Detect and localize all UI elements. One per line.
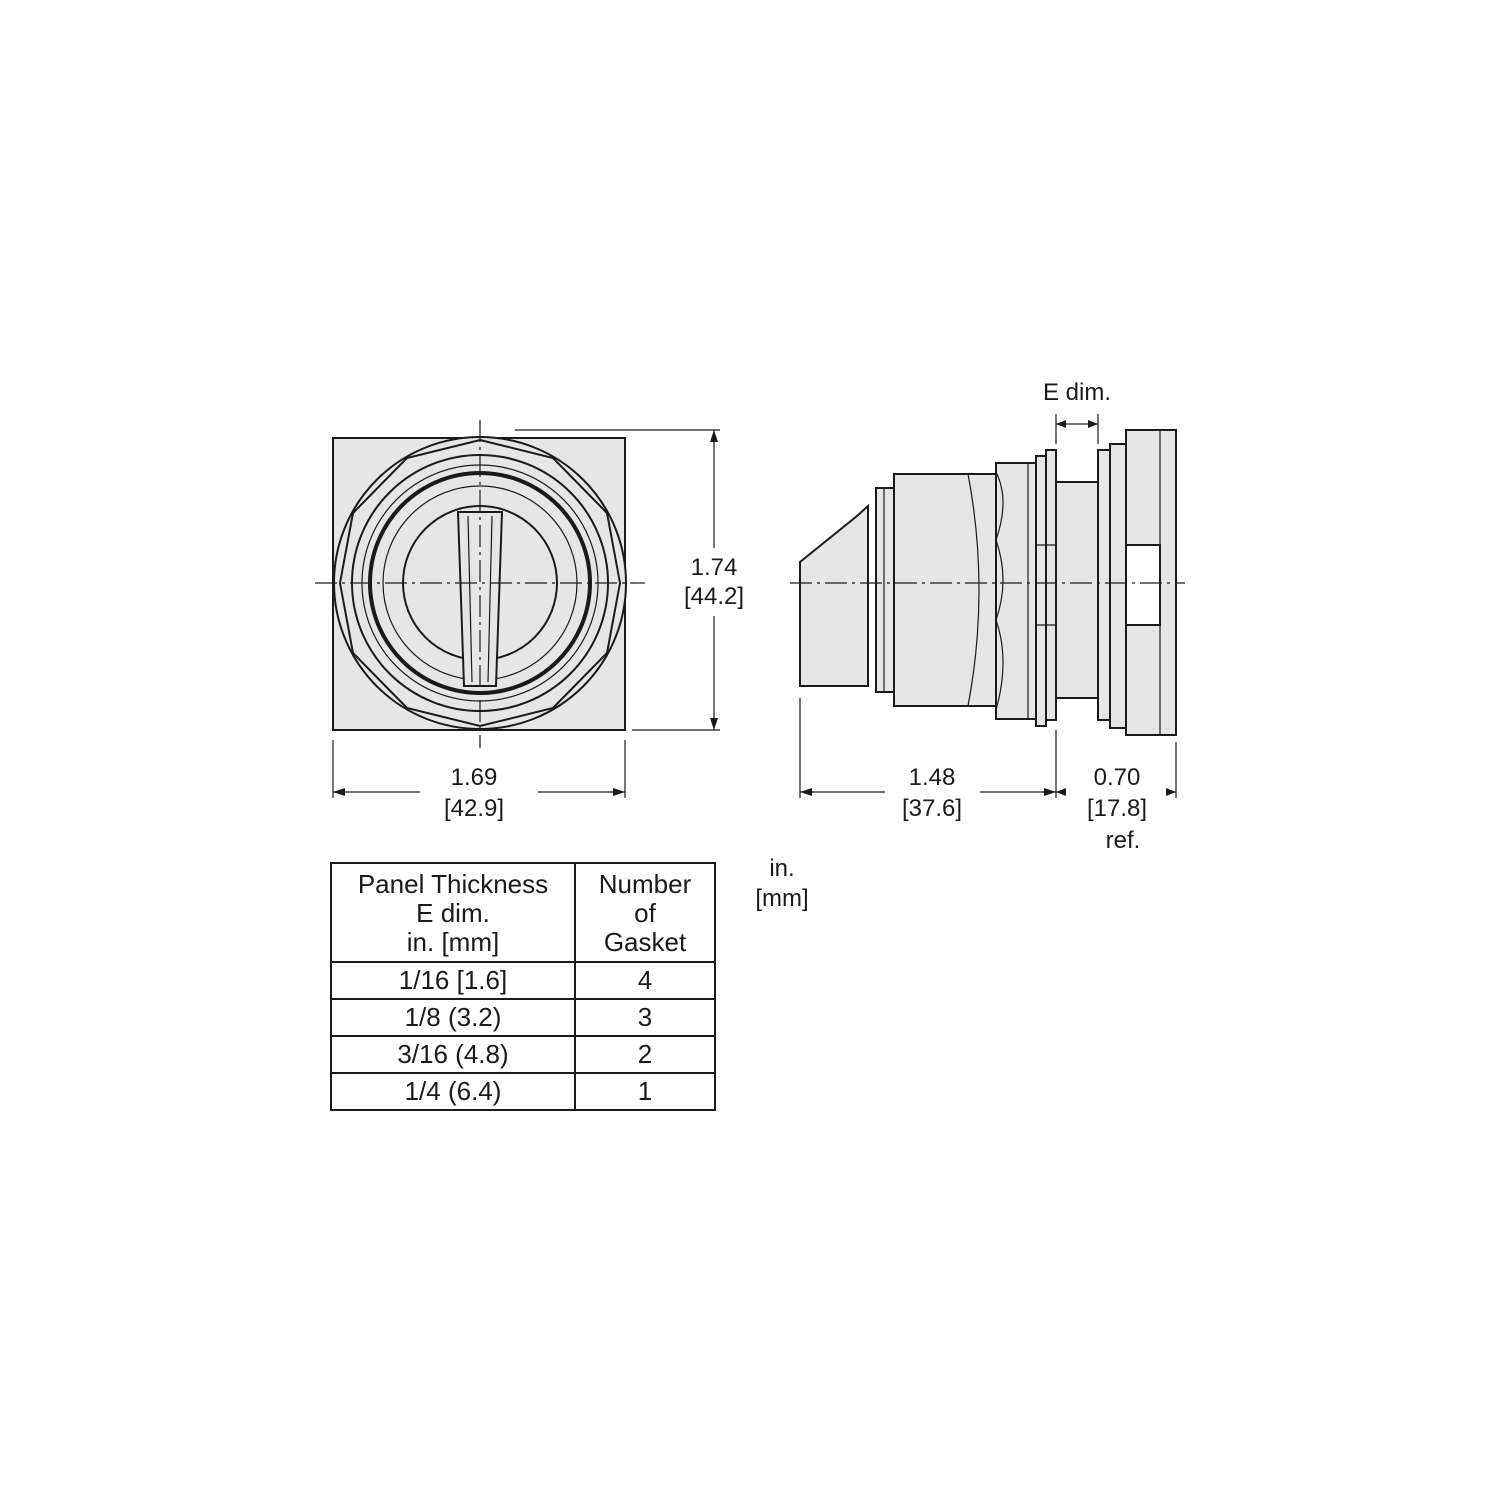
- cell-thickness: 1/4 (6.4): [330, 1072, 576, 1111]
- table-row: 3/16 (4.8) 2: [330, 1035, 716, 1074]
- e-dim-label: E dim.: [1043, 379, 1111, 406]
- front-height-in: 1.74: [691, 554, 738, 581]
- cell-gaskets: 2: [574, 1035, 716, 1074]
- side-collar-ring: [875, 487, 895, 693]
- front-height-dimension: 1.74 [44.2]: [515, 429, 744, 731]
- cell-thickness: 1/8 (3.2): [330, 998, 576, 1037]
- side-mount-ring: [1097, 449, 1111, 721]
- units-legend: in. [mm]: [755, 855, 808, 912]
- table-row: 1/4 (6.4) 1: [330, 1072, 716, 1111]
- header-panel-thickness: Panel Thickness E dim. in. [mm]: [330, 862, 576, 963]
- rear-length-ref: ref.: [1106, 827, 1141, 854]
- side-length-dimension: 1.48 [37.6]: [799, 698, 1057, 822]
- gasket-table-header: Panel Thickness E dim. in. [mm] Number o…: [330, 862, 716, 963]
- front-height-mm: [44.2]: [684, 583, 744, 610]
- front-view: [315, 420, 645, 748]
- selector-handle-ridge-right: [487, 515, 493, 683]
- side-panel-gasket: [1045, 449, 1057, 721]
- front-width-dimension: 1.69 [42.9]: [332, 740, 626, 822]
- table-row: 1/8 (3.2) 3: [330, 998, 716, 1037]
- cell-gaskets: 3: [574, 998, 716, 1037]
- front-width-in: 1.69: [451, 764, 498, 791]
- side-knob: [799, 503, 869, 687]
- cell-gaskets: 4: [574, 961, 716, 1000]
- side-length-mm: [37.6]: [902, 795, 962, 822]
- rear-length-in: 0.70: [1094, 764, 1141, 791]
- rear-length-mm: [17.8]: [1087, 795, 1147, 822]
- cell-thickness: 1/16 [1.6]: [330, 961, 576, 1000]
- side-body-taper: [967, 473, 980, 707]
- units-mm: [mm]: [755, 885, 808, 912]
- units-in: in.: [769, 855, 794, 882]
- side-view: [790, 429, 1185, 736]
- selector-handle-ridge-left: [467, 515, 473, 683]
- rear-length-dimension: 0.70 [17.8] ref.: [1056, 742, 1177, 854]
- side-gasket-stack: [1035, 455, 1047, 727]
- cell-gaskets: 1: [574, 1072, 716, 1111]
- front-width-mm: [42.9]: [444, 795, 504, 822]
- side-contact-block: [1125, 429, 1177, 736]
- header-number-of-gasket: Number of Gasket: [574, 862, 716, 963]
- side-threaded-shaft: [1055, 481, 1099, 699]
- gasket-table: Panel Thickness E dim. in. [mm] Number o…: [330, 862, 716, 1111]
- side-rear-ring: [1109, 443, 1127, 729]
- side-length-in: 1.48: [909, 764, 956, 791]
- e-dim-callout: E dim.: [1043, 379, 1111, 444]
- cell-thickness: 3/16 (4.8): [330, 1035, 576, 1074]
- table-row: 1/16 [1.6] 4: [330, 961, 716, 1000]
- side-body: [893, 473, 997, 707]
